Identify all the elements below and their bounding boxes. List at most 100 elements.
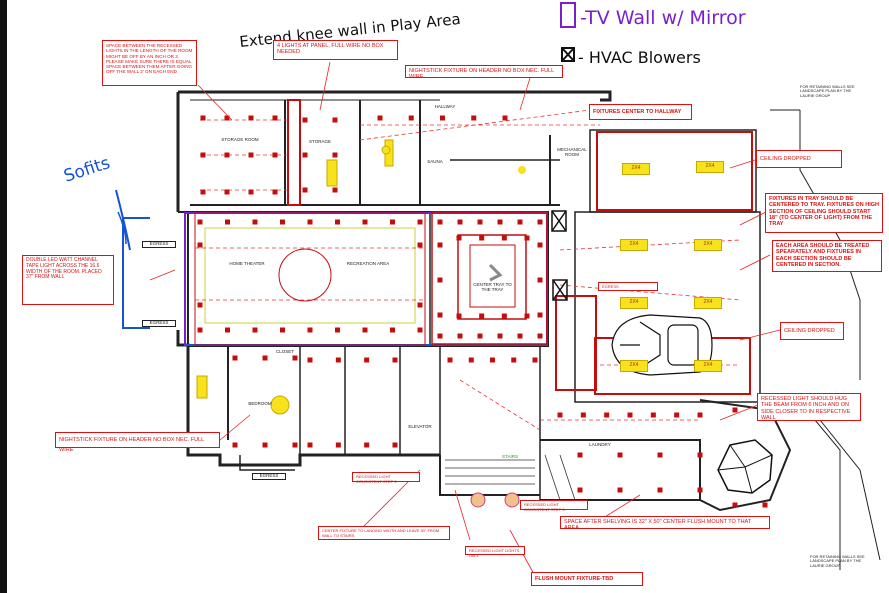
recessed-light-icon — [517, 219, 523, 225]
recessed-light-icon — [197, 242, 203, 248]
fixtures-in-tray-callout: FIXTURES IN TRAY SHOULD BE CENTERED TO T… — [765, 193, 883, 233]
room-label-storage-room: STORAGE ROOM — [221, 137, 259, 142]
recessed-light-icon — [335, 327, 340, 333]
fixture-2x4: 2X4 — [620, 297, 648, 309]
recessed-light-icon — [437, 333, 443, 339]
flush-mount-callout: FLUSH MOUNT FIXTURE-TBD — [531, 572, 643, 586]
flush-mount-icon — [270, 395, 290, 415]
each-area-callout: EACH AREA SHOULD BE TREATED SPEARATELY A… — [772, 240, 882, 272]
recessed-light-icon — [225, 219, 230, 225]
fixture-2x4: 2X4 — [696, 161, 724, 173]
recessed-light-icon — [457, 219, 463, 225]
recessed-light-icon — [617, 452, 623, 458]
recessed-light-icon — [732, 407, 738, 413]
hvac-legend-icon — [561, 47, 575, 62]
recessed-light-icon — [335, 442, 341, 448]
recessed-light-icon — [280, 327, 285, 333]
stairs — [445, 454, 576, 501]
fixture-1x4 — [326, 159, 338, 187]
recessed-light-icon — [617, 487, 623, 493]
nightstick-header-callout: NIGHTSTICK FIXTURE ON HEADER NO BOX NEC.… — [405, 65, 563, 80]
recessed-light-icon — [390, 327, 395, 333]
recessed-light-icon — [280, 219, 285, 225]
fixtures-center-hallway-callout: FIXTURES CENTER TO HALLWAY — [589, 104, 692, 120]
recessed-light-icon — [200, 152, 206, 158]
arrow-icon — [488, 263, 503, 282]
fixture-1x4 — [196, 375, 208, 399]
recessed-light-icon — [440, 115, 445, 121]
recessed-light-icon — [490, 357, 495, 363]
recessed-light-icon — [502, 115, 508, 121]
fixture-2x4: 2X4 — [620, 360, 648, 372]
recessed-light-icon — [262, 355, 268, 361]
egress-left-top: EGRESS — [142, 241, 176, 248]
center-tray-label: CENTER TRAY TO THE TRAY — [473, 282, 512, 292]
recessed-light-icon — [332, 187, 338, 193]
recessed-light-icon — [457, 333, 463, 339]
recessed-lights — [197, 115, 768, 508]
recessed-light-icon — [447, 357, 453, 363]
room-label-laundry: LAUNDRY — [589, 442, 611, 447]
recessed-light-icon — [392, 442, 398, 448]
recessed-light-icon — [456, 313, 462, 319]
hvac-blowers — [551, 210, 568, 301]
recessed-light-icon — [657, 487, 663, 493]
room-label-recreation: RECREATION AREA — [346, 261, 390, 266]
recessed-light-icon — [537, 277, 543, 283]
recessed-light-icon — [232, 355, 238, 361]
spiral-stair-icon — [717, 439, 773, 494]
recessed-light-icon — [417, 302, 423, 308]
center-fixture-wall-callout: CENTER FIXTURE TO LANDING WIDTH AND LEAV… — [318, 526, 450, 540]
egress-left-bottom: EGRESS — [142, 320, 176, 327]
room-label-sauna: SAUNA — [427, 159, 443, 164]
recessed-light-icon — [532, 357, 538, 363]
recessed-light-icon — [511, 357, 517, 363]
room-label-elevator: ELEVATOR — [408, 424, 432, 429]
legend-hvac-text: - HVAC Blowers — [578, 48, 701, 67]
recessed-light-beam-callout: RECESSED LIGHT SHOULD HUG THE BEAM FROM … — [757, 393, 861, 421]
recessed-light-icon — [362, 219, 368, 225]
double-led-callout: DOUBLE LED WATT CHANNEL TAPE LIGHT ACROS… — [22, 255, 114, 305]
recessed-light-icon — [335, 219, 340, 225]
recessed-light-icon — [604, 412, 610, 418]
tv-wall-legend-icon — [560, 2, 576, 28]
egress-bottom: EGRESS — [252, 473, 286, 480]
recessed-light-icon — [501, 235, 507, 241]
recessed-light-icon — [456, 235, 462, 241]
recessed-light-icon — [307, 442, 313, 448]
recessed-light-icon — [417, 327, 423, 333]
recessed-light-icon — [364, 442, 370, 448]
recessed-light-icon — [524, 235, 530, 241]
recessed-light-icon — [417, 219, 423, 225]
recessed-light-icon — [732, 502, 738, 508]
recessed-light-icon — [477, 219, 483, 225]
landscape-note-top: FOR RETAINING WALLS SEE LANDSCAPE PLAN B… — [800, 84, 855, 98]
room-label-mechanical: MECHANICAL ROOM — [557, 147, 587, 157]
room-label-storage: STORAGE — [309, 139, 331, 144]
recessed-light-icon — [697, 452, 703, 458]
recessed-light-icon — [248, 152, 254, 158]
recessed-light-icon — [224, 152, 230, 158]
yellow-fixtures — [196, 139, 526, 508]
recessed-light-icon — [377, 115, 383, 121]
hvac-blower-icon — [552, 279, 568, 301]
recessed-light-icon — [674, 412, 680, 418]
handwritten-sofits: Sofits — [61, 153, 112, 187]
recessed-light-icon — [557, 412, 563, 418]
highlight-regions — [194, 99, 753, 395]
recessed-light-icon — [650, 412, 656, 418]
fixture-2x4: 2X4 — [694, 297, 722, 309]
recessed-light-icon — [332, 117, 338, 123]
recessed-light-icon — [437, 242, 443, 248]
recessed-light-icon — [479, 313, 485, 319]
recessed-light-icon — [437, 219, 443, 225]
room-label-hallway: HALLWAY — [434, 104, 456, 109]
recessed-light-icon — [697, 487, 703, 493]
recessed-light-icon — [302, 187, 308, 193]
recessed-light-icon — [437, 277, 443, 283]
recessed-light-icon — [390, 219, 395, 225]
recessed-light-icon — [272, 189, 278, 195]
recessed-light-icon — [479, 235, 485, 241]
recessed-light-icon — [197, 327, 203, 333]
